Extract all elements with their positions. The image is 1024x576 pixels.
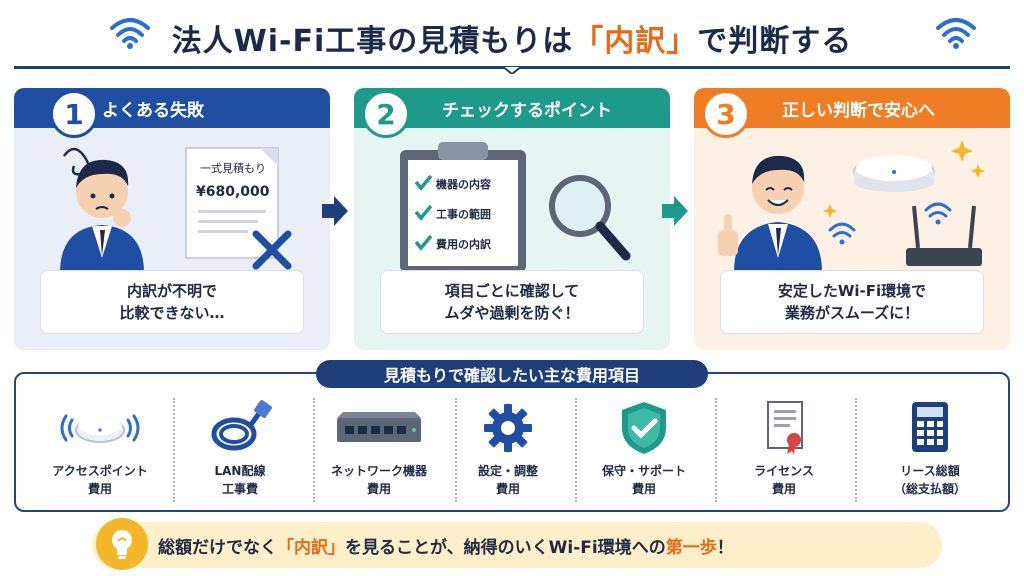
banner-text: 総額だけでなく [158,537,277,558]
checklist-item: 工事の範囲 [436,207,491,221]
checklist: 機器の内容 工事の範囲 費用の内訳 [414,174,492,251]
divider [855,398,857,502]
cost-label-line: 費用 [631,482,656,496]
wifi-icon [936,18,976,49]
step-panel-2: チェックするポイント 機器の内容 工事の範囲 費用の内訳 項目ごとに確認して ム… [354,88,670,350]
arrow-right-icon [662,196,688,226]
cost-label-line: 費用 [87,482,112,496]
title-text-end: で判断する [697,24,853,59]
step-caption: 内訳が不明で 比較できない… [40,270,304,334]
cost-item-settings: 設定・調整費用 [440,400,576,508]
cost-item-lease-total: リース総額 （総支払額） [862,400,998,508]
cost-item-license: ライセンス費用 [716,400,852,508]
shield-check-icon [622,402,666,454]
divider [455,398,457,502]
estimate-doc-title: 一式見積もり [200,161,266,175]
banner-text: ！ [716,537,734,558]
cost-section-title: 見積もりで確認したい主な費用項目 [316,360,708,388]
step-caption: 項目ごとに確認して ムダや過剰を防ぐ！ [380,270,644,334]
divider [173,398,175,502]
cost-label-line: ライセンス [754,464,814,478]
caption-line: 項目ごとに確認して [444,282,580,300]
happy-businessman-illustration [718,140,985,272]
network-switch-icon [337,412,421,442]
cost-label-line: ネットワーク機器 [330,464,427,478]
step-number-badge: 3 [702,90,750,138]
takeaway-banner: 総額だけでなく「内訳」を見ることが、納得のいくWi-Fi環境への第一歩！ [92,522,942,568]
sparkle-icon [971,164,985,178]
gear-icon [484,404,532,452]
estimate-doc-amount: ¥680,000 [196,184,270,200]
wifi-icon [110,18,150,49]
router-icon [906,205,982,266]
caption-line: ムダや過剰を防ぐ！ [444,304,580,322]
banner-highlight: 「内訳」 [277,537,345,558]
page-header: 法人Wi-Fi工事の見積もりは「内訳」で判断する [0,0,1024,78]
wifi-icon [828,202,952,245]
cost-label-line: アクセスポイント [52,464,148,478]
caption-line: 業務がスムーズに！ [784,304,920,322]
cost-label-line: LAN配線 [214,464,266,478]
step-number-badge: 2 [362,90,410,138]
certificate-icon [767,401,803,455]
step-caption: 安定したWi-Fi環境で 業務がスムーズに！ [720,270,984,334]
step-panel-3: 正しい判断で安心へ 安定し [694,88,1010,350]
confused-businessman-illustration: 一式見積もり ¥680,000 [60,147,292,273]
calculator-icon [912,402,948,452]
cost-label-line: （総支払額） [893,482,966,496]
banner-highlight: 第一歩 [665,537,717,558]
divider [575,398,577,502]
sparkle-icon [951,140,973,162]
checklist-item: 機器の内容 [436,177,491,191]
step-number-badge: 1 [50,90,98,138]
caption-line: 内訳が不明で [126,282,217,300]
cost-label-line: 工事費 [221,482,258,496]
divider [715,398,717,502]
access-point-icon [853,155,935,192]
page-title: 法人Wi-Fi工事の見積もりは「内訳」で判断する [0,16,1024,60]
access-point-icon [60,414,140,443]
title-text: 法人Wi-Fi工事の見積もりは [171,24,574,59]
cost-item-network-equipment: ネットワーク機器費用 [304,400,454,508]
caption-line: 比較できない… [119,304,225,322]
cost-item-lan-wiring: LAN配線工事費 [172,400,308,508]
cost-label-line: 費用 [366,482,391,496]
cost-label-line: リース総額 [900,464,960,478]
magnifier-icon [549,175,631,261]
title-notch [502,62,522,74]
arrow-right-icon [322,196,348,226]
lan-cable-icon [211,400,272,451]
caption-line: 安定したWi-Fi環境で [777,282,927,300]
checklist-item: 費用の内訳 [435,237,492,251]
cost-label-line: 保守・サポート [601,464,686,478]
cost-label-line: 費用 [771,482,796,496]
title-highlight: 「内訳」 [573,24,698,59]
lightbulb-icon [96,518,148,570]
banner-text: を見ることが、納得のいくWi-Fi環境への [345,537,666,558]
cost-item-maintenance: 保守・サポート費用 [576,400,712,508]
sparkle-icon [823,204,837,218]
clipboard-checklist-illustration: 機器の内容 工事の範囲 費用の内訳 [400,142,631,272]
cost-item-access-point: アクセスポイント費用 [32,400,168,508]
cost-label-line: 設定・調整 [477,464,538,478]
divider [313,398,315,502]
cost-label-line: 費用 [495,482,520,496]
